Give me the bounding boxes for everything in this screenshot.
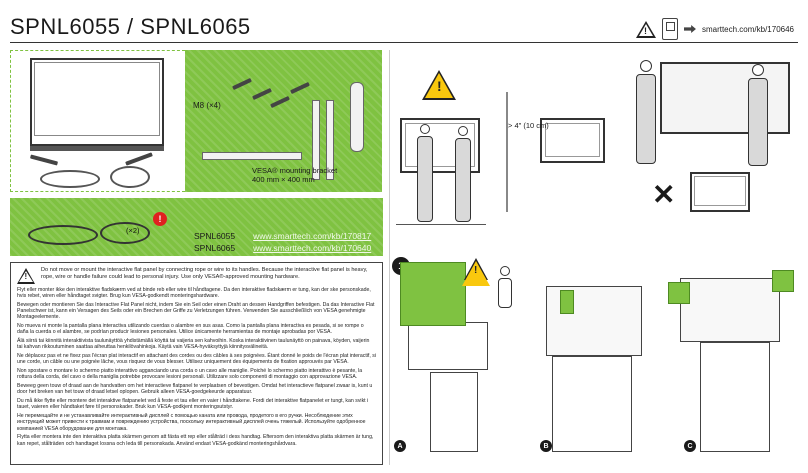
model-1-kb-link[interactable]: www.smarttech.com/kb/170817 — [253, 231, 372, 241]
warning-paragraph-da: Flyt eller monter ikke den interaktive f… — [17, 287, 371, 300]
prohibited-panel-screen — [694, 176, 746, 206]
package-contents-frame — [10, 50, 185, 192]
arrow-right-icon — [683, 25, 696, 33]
step-letter-a: A — [394, 440, 406, 452]
handle-illustration — [350, 82, 364, 152]
rear-panel-illustration — [660, 62, 790, 134]
person-4-body — [748, 78, 768, 166]
safety-warning-box: ! Do not move or mount the interactive f… — [10, 262, 383, 465]
vesa-bracket-rail-1 — [312, 100, 320, 180]
person-4-head — [752, 64, 764, 76]
page-title: SPNL6055 / SPNL6065 — [10, 14, 251, 39]
person-1-head — [420, 124, 430, 134]
wall-panel-screen — [405, 123, 475, 167]
kb-url[interactable]: smarttech.com/kb/170646 — [701, 24, 794, 34]
warning-icon: ! — [17, 268, 35, 284]
shipping-box-c-base — [700, 342, 770, 452]
flat-panel-illustration — [30, 58, 164, 146]
header-divider — [10, 42, 798, 43]
prohibited-x-icon: ✕ — [652, 179, 676, 210]
person-3-body — [636, 74, 656, 164]
person-1-body — [417, 136, 433, 222]
person-2-head — [458, 126, 468, 136]
flat-panel-screen — [34, 62, 160, 136]
shipping-box-a-lid — [408, 322, 488, 370]
floor-line — [396, 224, 486, 225]
single-person-head — [500, 266, 510, 276]
mounting-hardware-panel — [185, 50, 382, 192]
green-handle-c-right — [772, 270, 794, 292]
panel-in-box-c — [680, 278, 780, 342]
warning-icon: ! — [635, 20, 656, 38]
warning-paragraph-nl: Beweeg geen touw of draad aan de handvat… — [17, 383, 373, 396]
green-handle-b — [560, 290, 574, 314]
clearance-panel-screen — [545, 123, 600, 157]
phone-icon — [661, 18, 678, 40]
power-cable-icon — [28, 225, 98, 245]
alert-badge-icon: ! — [153, 212, 167, 226]
warning-paragraph-fr: Ne déplacez pas et ne fixez pas l'écran … — [17, 353, 376, 366]
clearance-panel-illustration — [540, 118, 605, 163]
person-2-body — [455, 138, 471, 222]
bracket-label: VESA® mounting bracket 400 mm × 400 mm — [252, 166, 338, 184]
warning-paragraph-no: Du må ikke flytte eller montere det inte… — [17, 398, 369, 411]
vesa-bracket-rail-2 — [326, 100, 334, 180]
warning-paragraph-de: Bewegen oder montieren Sie das Interacti… — [17, 302, 375, 321]
model-row-2: SPNL6065 www.smarttech.com/kb/170640 — [194, 243, 372, 253]
cable-illustration-2 — [110, 166, 150, 188]
lift-warning-icon: ! — [462, 258, 490, 286]
shipping-box-b-base — [552, 356, 632, 452]
vesa-bracket-bar — [202, 152, 302, 160]
warning-paragraph-ru: Не перемещайте и не устанавливайте интер… — [17, 413, 366, 432]
wall-edge — [506, 92, 508, 212]
cable-illustration — [40, 170, 100, 188]
usb-cable-icon — [100, 222, 150, 244]
warning-paragraph-es: No mueva ni monte la pantalla plana inte… — [17, 323, 364, 336]
clearance-label: > 4" (10 cm) — [508, 121, 549, 130]
single-person-body — [498, 278, 512, 308]
two-person-lift-warning-icon: ! — [422, 70, 456, 100]
person-3-head — [640, 60, 652, 72]
green-box-a — [400, 262, 466, 326]
step-letter-b: B — [540, 440, 552, 452]
warning-paragraph-it: Non spostare o montare lo schermo piatto… — [17, 368, 363, 381]
column-divider — [389, 50, 390, 465]
green-handle-c-left — [668, 282, 690, 304]
model-row-1: SPNL6055 www.smarttech.com/kb/170817 — [194, 231, 372, 241]
warning-paragraph-sv: Flytta eller montera inte den interaktiv… — [17, 434, 374, 447]
model-2-kb-link[interactable]: www.smarttech.com/kb/170640 — [253, 243, 372, 253]
step-letter-c: C — [684, 440, 696, 452]
warning-paragraph-fi: Älä siirrä tai kiinnitä interaktiivista … — [17, 338, 370, 351]
flat-panel-speaker-bar — [30, 146, 164, 151]
screw-label: M8 (×4) — [193, 101, 221, 110]
header-kb-link[interactable]: ! smarttech.com/kb/170646 — [635, 18, 794, 40]
warning-lead-english: Do not move or mount the interactive fla… — [41, 267, 368, 280]
cable-count-label: (×2) — [126, 226, 140, 235]
shipping-box-a-base — [430, 372, 478, 452]
